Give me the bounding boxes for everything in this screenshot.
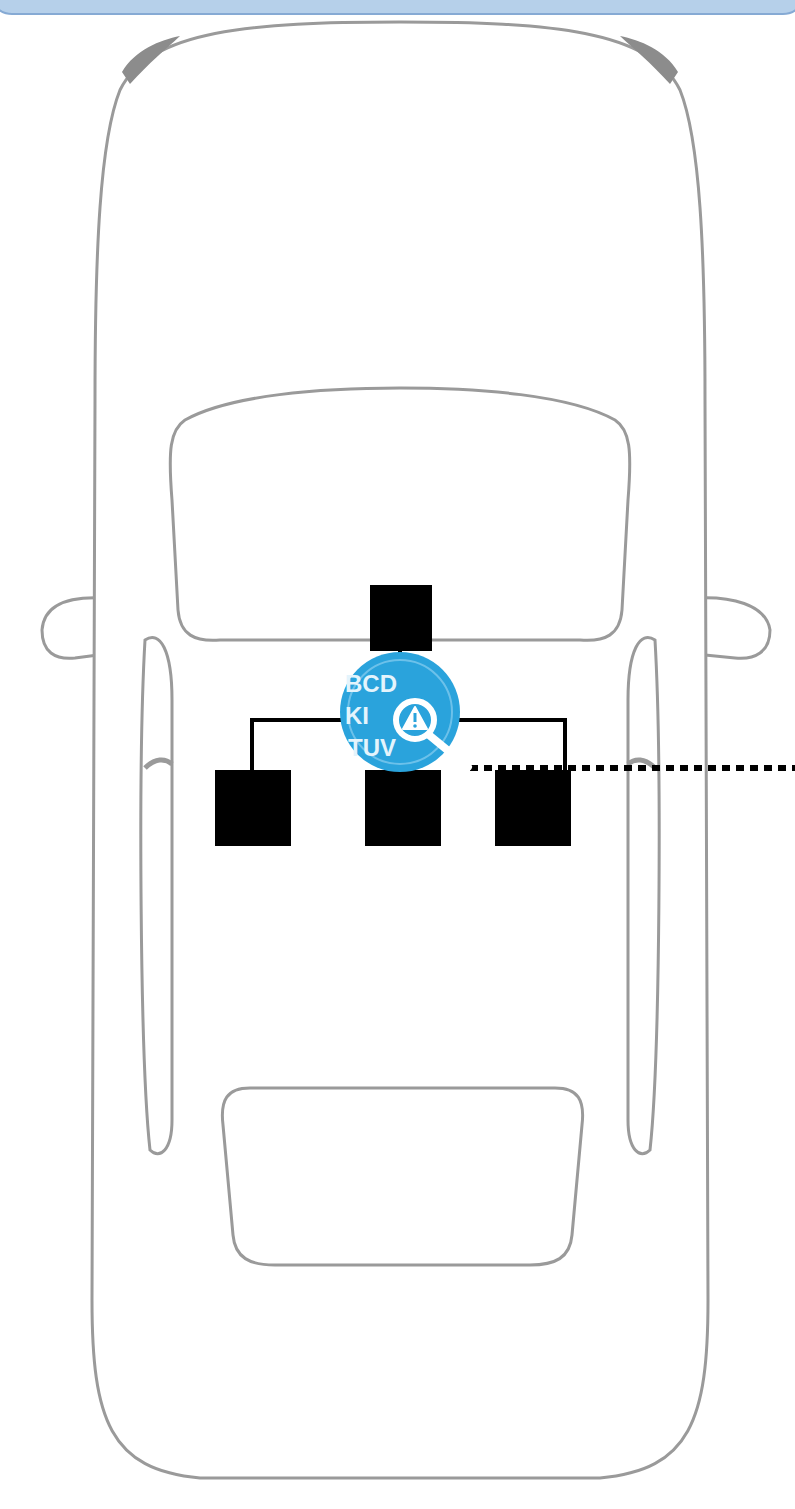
warning-triangle (403, 707, 427, 729)
ecu-square (365, 770, 441, 846)
right-headlight (620, 36, 678, 84)
icon-letters: KI (345, 704, 369, 728)
header-band (0, 0, 795, 14)
left-window (141, 638, 172, 1154)
monitor-circle (340, 652, 460, 772)
ecu-square (215, 770, 291, 846)
leader-line (470, 765, 795, 771)
warning-mark (414, 713, 417, 722)
ecu-square (370, 585, 432, 651)
magnifier-handle (429, 735, 468, 767)
warning-dot (413, 724, 417, 728)
rear-window (222, 1088, 582, 1265)
network-wires (252, 650, 565, 772)
network-diagram (215, 585, 795, 846)
icon-letters: TUV (348, 736, 396, 760)
car-body (92, 22, 708, 1478)
icon-letters: BCD (345, 672, 397, 696)
left-headlight (122, 36, 180, 84)
left-door-line (145, 760, 172, 768)
car-outline (42, 22, 770, 1478)
right-window (628, 638, 659, 1154)
ecu-square (495, 770, 571, 846)
